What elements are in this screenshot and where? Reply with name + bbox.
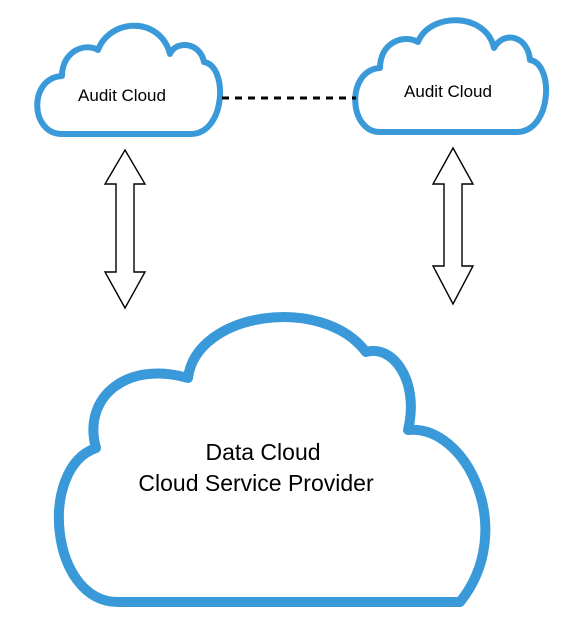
audit-cloud-right-label: Audit Cloud [404,82,492,101]
data-cloud-shape [53,312,491,607]
audit-cloud-left-shape [34,22,224,137]
data-cloud-subtitle: Cloud Service Provider [138,470,374,496]
left-double-arrow [103,148,147,310]
right-double-arrow [431,146,475,306]
data-cloud-title: Data Cloud [205,439,320,465]
audit-cloud-right-shape [352,17,550,135]
data-cloud: Data Cloud Cloud Service Provider [53,312,491,607]
audit-cloud-left-label: Audit Cloud [78,86,166,105]
audit-cloud-left: Audit Cloud [34,22,224,137]
audit-cloud-right: Audit Cloud [352,17,550,135]
